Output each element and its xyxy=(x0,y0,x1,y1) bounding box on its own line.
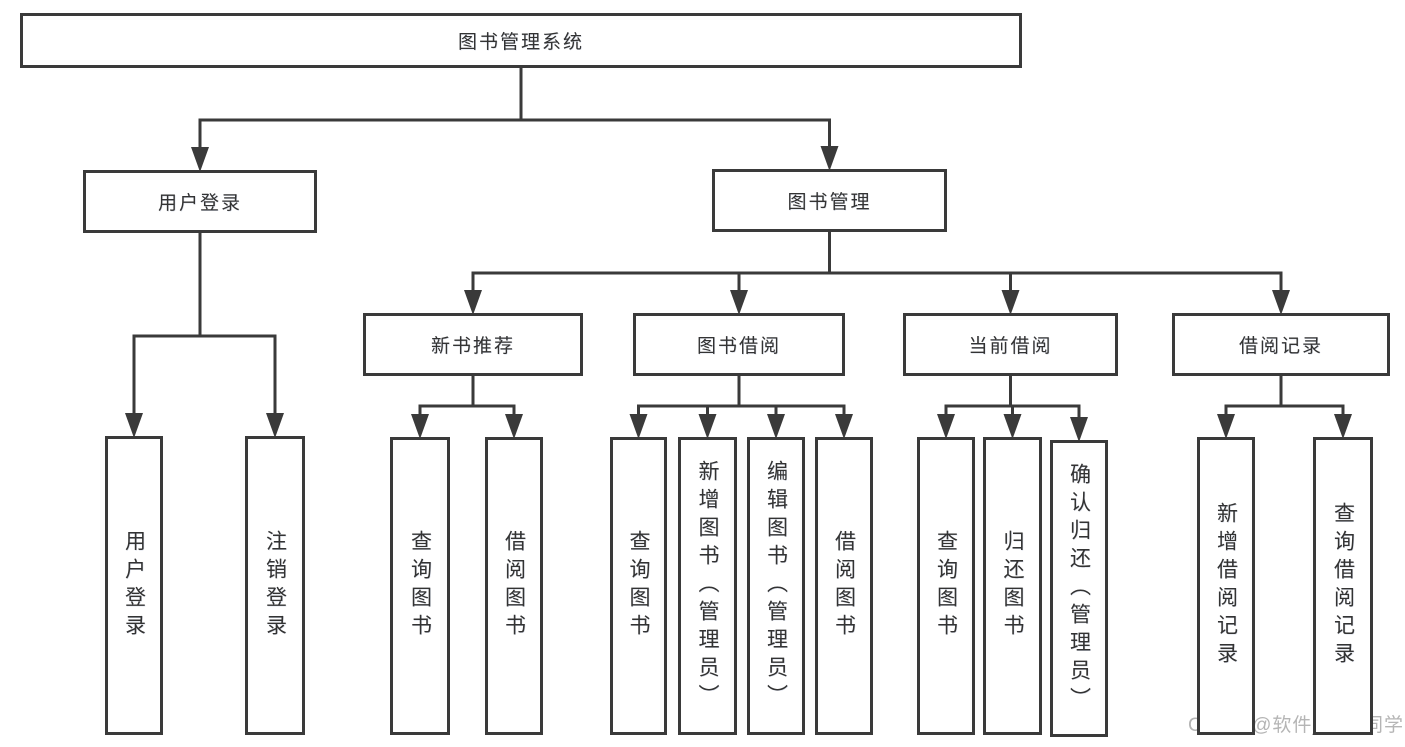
node-label: 查询图书 xyxy=(627,530,650,642)
node-cu-confirm: 确认归还（管理员） xyxy=(1050,440,1108,737)
node-label: 注销登录 xyxy=(263,529,287,642)
node-label: 借阅图书 xyxy=(502,530,526,642)
node-label: 图书管理 xyxy=(787,192,872,213)
node-label: 图书管理系统 xyxy=(457,32,584,53)
node-rc-query: 查询借阅记录 xyxy=(1313,437,1373,735)
node-bw-borrow: 借阅图书 xyxy=(815,437,873,735)
node-newbook: 新书推荐 xyxy=(363,313,583,376)
node-label: 借阅记录 xyxy=(1238,336,1323,357)
node-label: 查询图书 xyxy=(934,530,958,642)
node-label: 确认归还（管理员） xyxy=(1067,462,1091,715)
node-cu-return: 归还图书 xyxy=(983,437,1042,735)
node-nb-borrow: 借阅图书 xyxy=(485,437,543,735)
node-root: 图书管理系统 xyxy=(20,13,1022,68)
node-label: 用户登录 xyxy=(122,529,146,642)
node-label: 借阅图书 xyxy=(832,530,856,642)
node-label: 用户登录 xyxy=(157,193,242,214)
node-label: 当前借阅 xyxy=(968,336,1053,357)
node-bw-add: 新增图书（管理员） xyxy=(678,437,737,735)
node-label: 查询借阅记录 xyxy=(1331,502,1355,670)
node-label: 编辑图书（管理员） xyxy=(764,460,788,712)
node-bw-edit: 编辑图书（管理员） xyxy=(747,437,805,735)
node-label: 归还图书 xyxy=(1001,530,1024,642)
node-label: 新增借阅记录 xyxy=(1214,502,1238,670)
node-cu-query: 查询图书 xyxy=(917,437,975,735)
node-bw-query: 查询图书 xyxy=(610,437,667,735)
node-login-out: 注销登录 xyxy=(245,436,305,735)
node-borrow: 图书借阅 xyxy=(633,313,845,376)
node-records: 借阅记录 xyxy=(1172,313,1390,376)
node-label: 查询图书 xyxy=(408,530,432,642)
node-nb-query: 查询图书 xyxy=(390,437,450,735)
node-login: 用户登录 xyxy=(83,170,317,233)
node-mgmt: 图书管理 xyxy=(712,169,947,232)
node-label: 新书推荐 xyxy=(430,336,515,357)
node-rc-add: 新增借阅记录 xyxy=(1197,437,1255,735)
node-login-user: 用户登录 xyxy=(105,436,163,735)
node-current: 当前借阅 xyxy=(903,313,1118,376)
node-label: 图书借阅 xyxy=(696,336,781,357)
node-label: 新增图书（管理员） xyxy=(696,460,719,712)
